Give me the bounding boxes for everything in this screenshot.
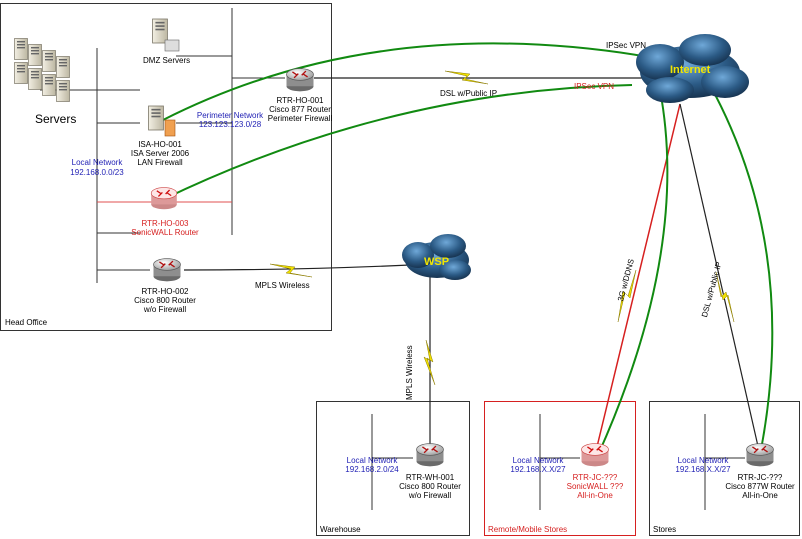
isa-name: ISA-HO-001 [138, 140, 182, 149]
branch-lans [371, 414, 745, 510]
stores-box [649, 401, 800, 536]
remote-router-name: RTR-JC-??? [572, 473, 618, 482]
stores-local-network-title: Local Network [677, 456, 729, 465]
wh-router-name: RTR-WH-001 [405, 473, 455, 482]
ho-local-network-title: Local Network [71, 158, 123, 167]
remote-router-line2: All-in-One [577, 491, 613, 500]
dmz-servers-label: DMZ Servers [143, 56, 191, 65]
router-icon-rtr-jc-remote [580, 442, 610, 467]
rtr-ho-002-line1: Cisco 800 Router [134, 296, 196, 305]
isa-line2: LAN Firewall [137, 158, 183, 167]
lightning-bolts [269, 70, 735, 386]
router-icon-rtr-jc-stores [745, 442, 775, 467]
rtr-ho-001-line1: Cisco 877 Router [269, 105, 331, 114]
wh-router-line1: Cisco 800 Router [399, 482, 461, 491]
warehouse-box [316, 401, 470, 536]
servers-label: Servers [35, 112, 77, 126]
stores-router-line1: Cisco 877W Router [725, 482, 795, 491]
remote-local-network-title: Local Network [512, 456, 564, 465]
mpls-wireless-label: MPLS Wireless [255, 281, 310, 290]
dsl-label: DSL w/Public IP [440, 89, 498, 98]
router-icon-rtr-ho-003 [150, 186, 178, 210]
stores-router-name: RTR-JC-??? [737, 473, 783, 482]
internet-cloud [636, 34, 749, 103]
isa-line1: ISA Server 2006 [130, 149, 190, 158]
wh-router-line2: w/o Firewall [408, 491, 452, 500]
rtr-ho-003-line1: SonicWALL Router [131, 228, 199, 237]
ipsec-vpn-label-top: IPSec VPN [606, 41, 647, 50]
perimeter-network-title: Perimeter Network [196, 111, 264, 120]
wh-local-network-title: Local Network [346, 456, 398, 465]
head-office-label: Head Office [5, 318, 48, 327]
head-office-lan [40, 8, 285, 283]
threeg-link [594, 103, 681, 456]
mpls-link [183, 264, 411, 271]
remote-stores-label: Remote/Mobile Stores [488, 525, 568, 534]
dsl-link-stores [679, 103, 761, 456]
internet-cloud-label: Internet [670, 64, 711, 76]
rtr-ho-001-name: RTR-HO-001 [276, 96, 324, 105]
mpls-wireless-vertical-label: MPLS Wireless [405, 345, 414, 400]
rtr-ho-002-line2: w/o Firewall [143, 305, 187, 314]
perimeter-network-subnet: 123.123.123.0/28 [198, 120, 262, 129]
wh-local-network-subnet: 192.168.2.0/24 [345, 465, 399, 474]
ho-local-network-subnet: 192.168.0.0/23 [70, 168, 124, 177]
rtr-ho-003-name: RTR-HO-003 [141, 219, 189, 228]
remote-local-network-subnet: 192.168.X.X/27 [510, 465, 566, 474]
router-icon-rtr-wh-001 [415, 442, 445, 467]
router-icon-rtr-ho-002 [152, 257, 182, 282]
ipsec-links [161, 42, 774, 456]
ipsec-vpn-label-red: IPSec VPN [574, 82, 615, 91]
remote-stores-box [484, 401, 636, 536]
stores-local-network-subnet: 192.168.X.X/27 [675, 465, 731, 474]
servers-icon [14, 38, 70, 102]
isa-server-icon [148, 105, 176, 137]
stores-label: Stores [653, 525, 677, 534]
wsp-cloud [402, 234, 471, 280]
dmz-server-icon [152, 18, 180, 52]
warehouse-label: Warehouse [320, 525, 361, 534]
wsp-cloud-label: WSP [424, 256, 450, 268]
rtr-ho-002-name: RTR-HO-002 [141, 287, 189, 296]
remote-router-line1: SonicWALL ??? [566, 482, 624, 491]
head-office-box [0, 3, 332, 331]
router-icon-rtr-ho-001 [285, 67, 315, 92]
rtr-ho-001-line2: Perimeter Firewall [267, 114, 333, 123]
stores-router-line2: All-in-One [742, 491, 778, 500]
